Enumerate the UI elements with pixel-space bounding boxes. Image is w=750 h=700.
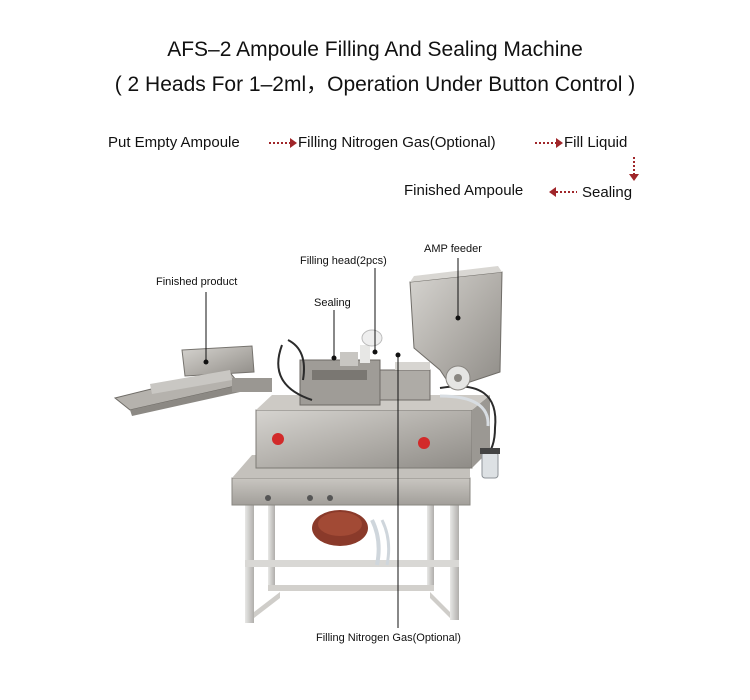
label-filling-nitrogen: Filling Nitrogen Gas(Optional) <box>316 632 461 644</box>
flow-arrow-left-icon <box>549 187 577 197</box>
machine-frame <box>245 505 459 623</box>
label-amp-feeder: AMP feeder <box>424 243 482 255</box>
page-subtitle: ( 2 Heads For 1–2ml，Operation Under Butt… <box>114 73 636 96</box>
flow-step-finished-ampoule: Finished Ampoule <box>404 182 524 199</box>
flow-step-fill-liquid: Fill Liquid <box>564 134 628 151</box>
start-button-icon <box>272 433 284 445</box>
label-finished-product: Finished product <box>156 276 238 288</box>
label-filling-head: Filling head(2pcs) <box>300 255 387 267</box>
flow-step-filling-nitrogen: Filling Nitrogen Gas(Optional) <box>298 134 496 151</box>
flow-arrow-right-icon <box>269 138 297 148</box>
flow-arrow-right-icon <box>535 138 563 148</box>
flow-arrow-down-icon <box>629 157 639 181</box>
flow-step-put-empty-ampoule: Put Empty Ampoule <box>108 134 240 151</box>
label-sealing: Sealing <box>314 297 351 309</box>
flow-step-sealing: Sealing <box>582 184 633 201</box>
stop-button-icon <box>418 437 430 449</box>
page-title: AFS–2 Ampoule Filling And Sealing Machin… <box>167 38 583 61</box>
